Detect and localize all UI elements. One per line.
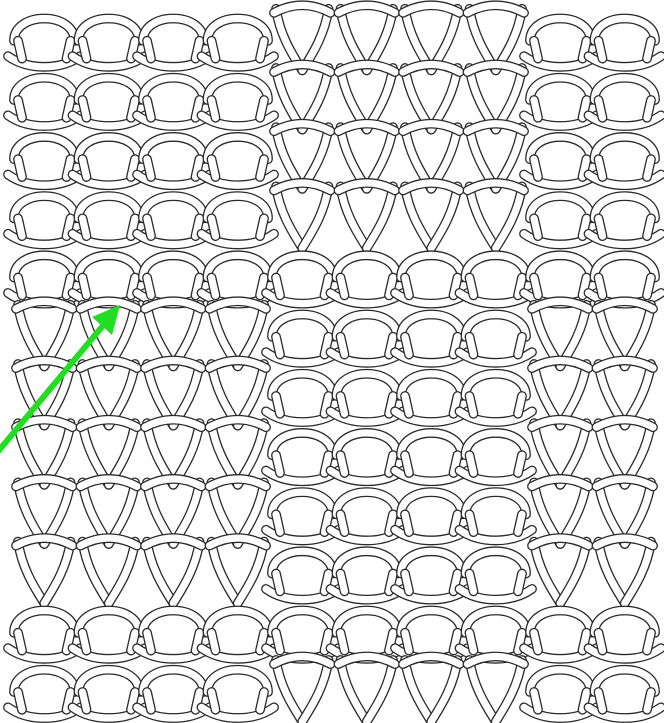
purl-leg-left-body: [470, 574, 474, 592]
purl-leg-left-body: [341, 574, 345, 592]
purl-leg-left-body: [470, 633, 474, 651]
purl-leg-right-body: [647, 41, 651, 59]
purl-leg-right-body: [647, 692, 651, 710]
purl-leg-left-body: [18, 41, 22, 59]
purl-leg-right-body: [260, 100, 264, 118]
purl-leg-left-body: [212, 278, 216, 296]
purl-leg-left-body: [212, 218, 216, 236]
purl-leg-left-body: [276, 514, 280, 532]
purl-leg-left-body: [534, 633, 538, 651]
purl-leg-left-body: [212, 633, 216, 651]
purl-leg-left-body: [276, 337, 280, 355]
purl-leg-left-body: [147, 278, 151, 296]
purl-leg-left-body: [147, 218, 151, 236]
purl-leg-left-body: [83, 278, 87, 296]
purl-leg-right-body: [518, 574, 522, 592]
purl-leg-left-body: [534, 692, 538, 710]
purl-leg-right-body: [260, 692, 264, 710]
purl-leg-left-body: [18, 218, 22, 236]
purl-leg-left-body: [599, 278, 603, 296]
purl-leg-left-body: [470, 278, 474, 296]
purl-leg-right-body: [647, 100, 651, 118]
purl-leg-right-body: [518, 337, 522, 355]
purl-leg-left-body: [83, 159, 87, 177]
purl-leg-left-body: [147, 633, 151, 651]
purl-leg-left-body: [276, 278, 280, 296]
purl-leg-left-body: [599, 218, 603, 236]
purl-leg-left-body: [534, 100, 538, 118]
purl-leg-left-body: [405, 574, 409, 592]
purl-leg-right-body: [647, 633, 651, 651]
purl-leg-left-body: [341, 455, 345, 473]
purl-leg-left-body: [83, 100, 87, 118]
purl-leg-left-body: [276, 455, 280, 473]
purl-leg-left-body: [212, 41, 216, 59]
purl-leg-left-body: [212, 159, 216, 177]
purl-leg-left-body: [212, 100, 216, 118]
purl-leg-left-body: [534, 41, 538, 59]
purl-leg-left-body: [83, 692, 87, 710]
purl-leg-left-body: [276, 574, 280, 592]
purl-leg-left-body: [18, 159, 22, 177]
purl-leg-left-body: [599, 159, 603, 177]
purl-leg-right-body: [518, 514, 522, 532]
purl-leg-left-body: [212, 692, 216, 710]
purl-leg-left-body: [341, 278, 345, 296]
purl-leg-left-body: [599, 100, 603, 118]
purl-leg-right-body: [260, 218, 264, 236]
purl-leg-left-body: [534, 159, 538, 177]
purl-leg-left-body: [405, 337, 409, 355]
purl-leg-left-body: [276, 633, 280, 651]
purl-leg-left-body: [405, 455, 409, 473]
purl-leg-left-body: [470, 514, 474, 532]
purl-leg-left-body: [341, 633, 345, 651]
purl-leg-right-body: [260, 41, 264, 59]
purl-leg-right-body: [647, 159, 651, 177]
purl-leg-left-body: [599, 633, 603, 651]
purl-leg-left-body: [405, 396, 409, 414]
purl-leg-left-body: [147, 159, 151, 177]
purl-leg-left-body: [83, 218, 87, 236]
purl-leg-left-body: [341, 337, 345, 355]
purl-leg-left-body: [534, 278, 538, 296]
purl-leg-right-body: [518, 396, 522, 414]
purl-leg-left-body: [341, 396, 345, 414]
purl-leg-left-body: [83, 41, 87, 59]
purl-leg-left-body: [18, 633, 22, 651]
purl-leg-left-body: [18, 692, 22, 710]
purl-leg-left-body: [147, 100, 151, 118]
purl-leg-left-body: [405, 514, 409, 532]
purl-leg-left-body: [599, 41, 603, 59]
purl-leg-left-body: [18, 278, 22, 296]
purl-leg-left-body: [83, 633, 87, 651]
purl-leg-left-body: [470, 337, 474, 355]
purl-leg-left-body: [147, 41, 151, 59]
purl-leg-right-body: [260, 159, 264, 177]
purl-leg-left-body: [18, 100, 22, 118]
purl-leg-left-body: [276, 396, 280, 414]
purl-leg-right-body: [647, 278, 651, 296]
purl-leg-left-body: [405, 633, 409, 651]
purl-leg-left-body: [534, 218, 538, 236]
purl-leg-right-body: [518, 455, 522, 473]
purl-leg-left-body: [470, 455, 474, 473]
purl-leg-left-body: [341, 514, 345, 532]
purl-leg-left-body: [405, 278, 409, 296]
purl-leg-left-body: [599, 692, 603, 710]
purl-leg-left-body: [470, 396, 474, 414]
purl-leg-left-body: [147, 692, 151, 710]
purl-leg-right-body: [647, 218, 651, 236]
